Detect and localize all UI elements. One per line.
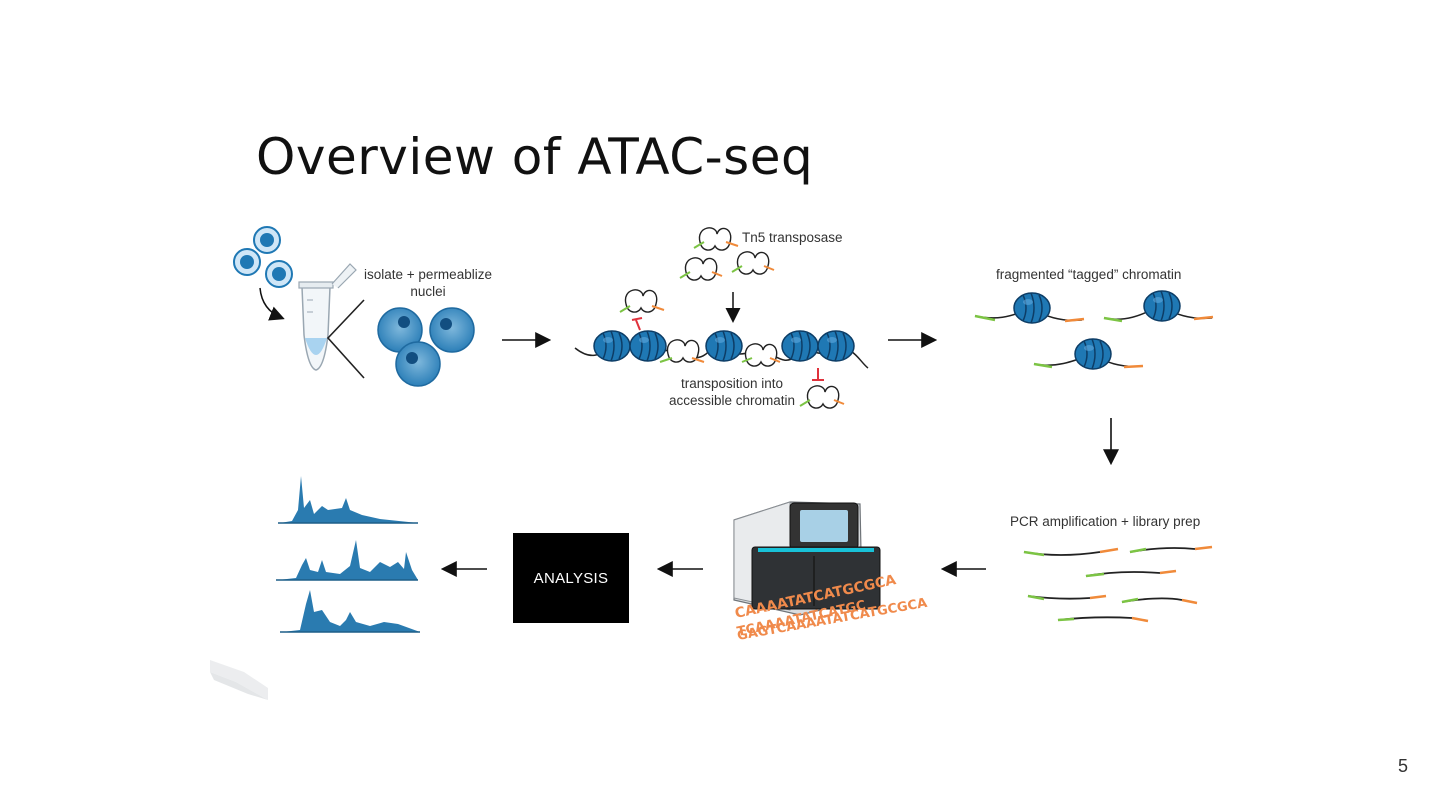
- transposition-label-line2: accessible chromatin: [668, 393, 796, 408]
- transposition-label: transposition into accessible chromatin: [662, 375, 802, 409]
- slide-title: Overview of ATAC-seq: [256, 128, 814, 186]
- logo-icon: [210, 660, 268, 700]
- tn5-blocked-icon: [799, 368, 845, 409]
- isolate-label-line1: isolate + permeablize: [364, 267, 492, 282]
- analysis-box: ANALYSIS: [513, 533, 629, 623]
- pcr-fragments: [1023, 545, 1213, 623]
- transposition-label-line1: transposition into: [680, 376, 784, 391]
- peaks-icon: [276, 476, 420, 633]
- curved-arrow-icon: [259, 287, 285, 321]
- tn5-label: Tn5 transposase: [742, 230, 843, 245]
- fragmented-label: fragmented “tagged” chromatin: [996, 267, 1182, 282]
- bracket-icon: [326, 299, 365, 379]
- cells-icon: [233, 226, 293, 288]
- sequencer-icon: [733, 501, 881, 616]
- tube-icon: [298, 263, 357, 371]
- isolate-label-line2: nuclei: [410, 284, 446, 299]
- fragment-group: [974, 290, 1214, 370]
- isolate-label: isolate + permeablize nuclei: [358, 266, 498, 300]
- tn5-icon: [619, 289, 665, 331]
- chromatin-strand: [574, 330, 869, 369]
- nuclei-icon: [377, 307, 475, 387]
- tn5-free-icon: [679, 227, 775, 281]
- page-number: 5: [1397, 756, 1408, 776]
- pcr-label: PCR amplification + library prep: [1010, 514, 1201, 529]
